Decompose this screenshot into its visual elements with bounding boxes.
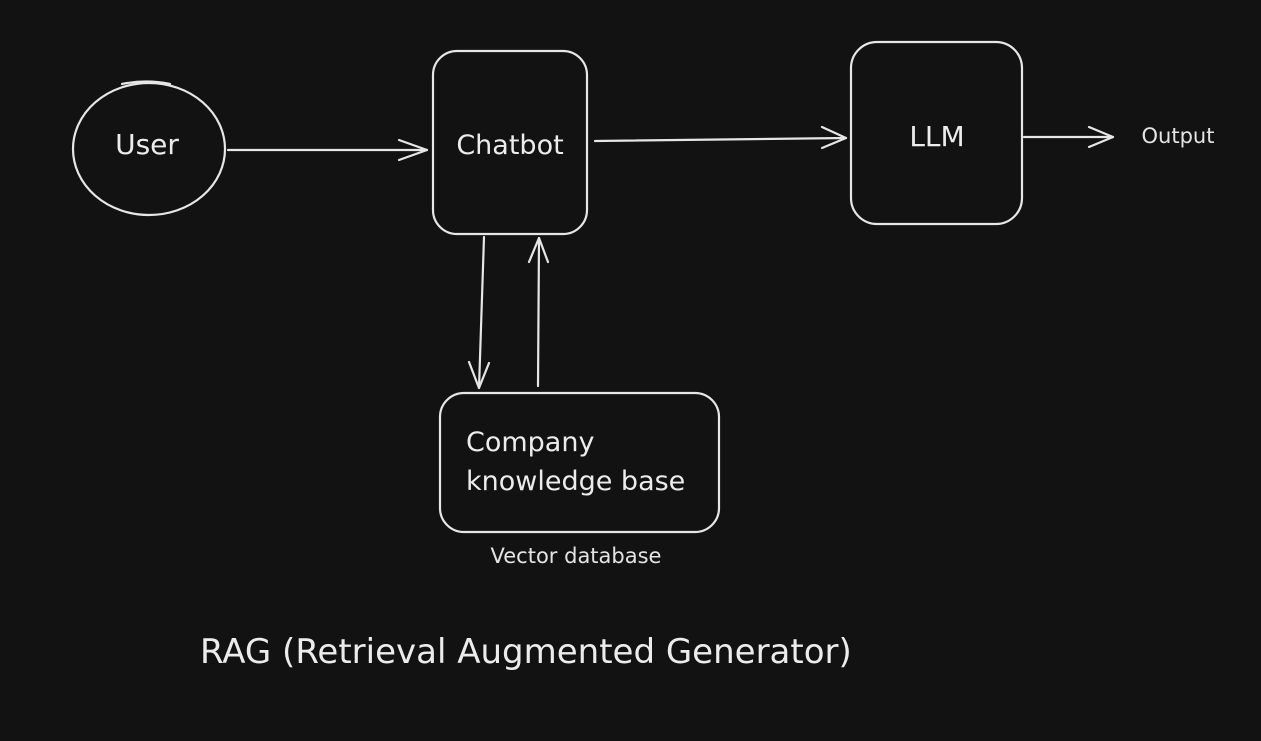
- user-circle-sketch-overlap: [120, 80, 172, 86]
- knowledge-base-label-line2: knowledge base: [466, 466, 685, 497]
- user-label: User: [115, 128, 179, 161]
- arrow-kb-to-chatbot-head: [527, 236, 550, 264]
- arrow-chatbot-to-llm: [593, 125, 848, 150]
- arrow-llm-to-output-head: [1087, 125, 1115, 149]
- arrow-chatbot-to-kb-head: [467, 360, 491, 390]
- arrow-chatbot-to-knowledge-base: [467, 235, 491, 390]
- user-circle: [71, 81, 227, 217]
- node-chatbot[interactable]: Chatbot: [431, 49, 589, 236]
- arrow-llm-to-output: [1022, 125, 1115, 149]
- diagram-title: RAG (Retrieval Augmented Generator): [200, 632, 852, 672]
- arrow-kb-to-chatbot-line: [536, 236, 541, 388]
- arrow-knowledge-base-to-chatbot: [527, 236, 550, 388]
- arrow-user-to-chatbot-head: [397, 138, 429, 162]
- arrow-user-to-chatbot: [226, 138, 429, 162]
- output-label: Output: [1142, 124, 1215, 148]
- vector-database-caption: Vector database: [491, 544, 662, 568]
- llm-label: LLM: [909, 120, 964, 153]
- knowledge-base-box: [438, 391, 721, 534]
- node-user[interactable]: User: [71, 80, 227, 217]
- chatbot-label: Chatbot: [456, 130, 563, 161]
- chatbot-box: [431, 49, 589, 236]
- arrow-chatbot-to-llm-line: [593, 136, 848, 143]
- knowledge-base-label-line1: Company: [466, 427, 594, 458]
- llm-box: [849, 40, 1024, 226]
- node-knowledge-base[interactable]: Company knowledge base: [438, 391, 721, 534]
- arrow-chatbot-to-kb-line: [477, 235, 486, 390]
- node-llm[interactable]: LLM: [849, 40, 1024, 226]
- arrow-chatbot-to-llm-head: [820, 125, 848, 150]
